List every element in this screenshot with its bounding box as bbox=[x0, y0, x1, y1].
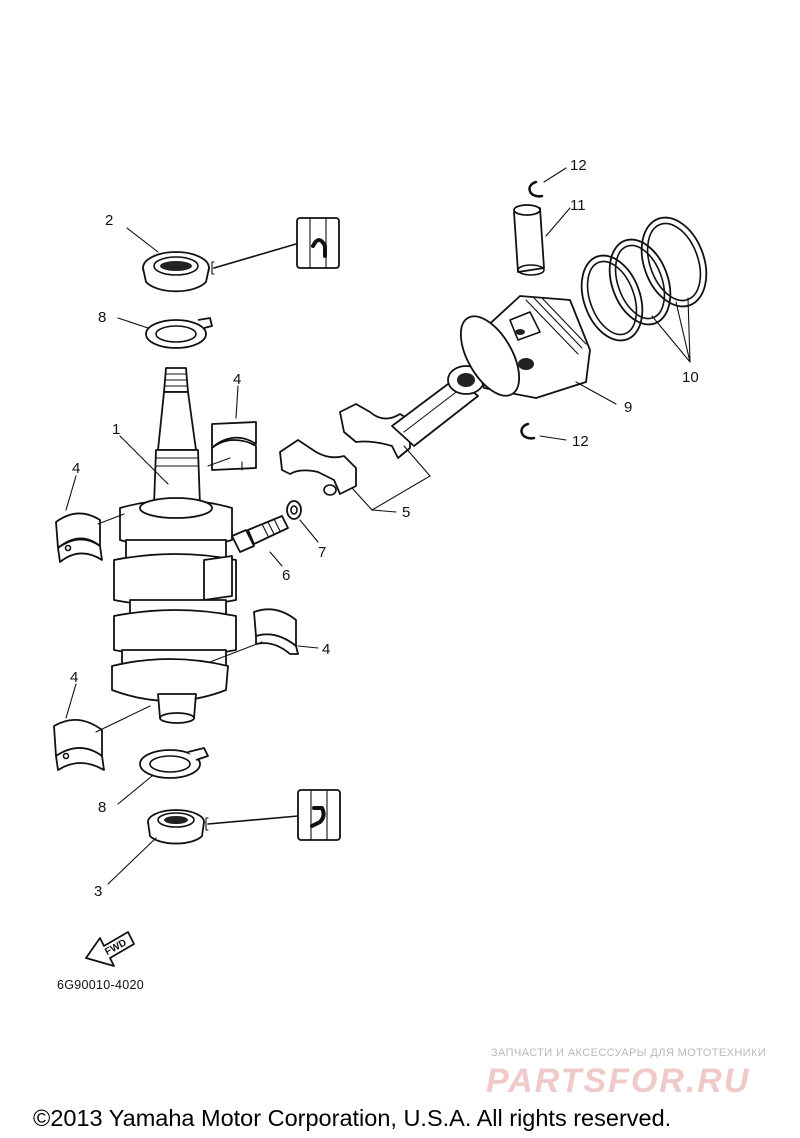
leader-5 bbox=[351, 445, 431, 513]
leader-10 bbox=[651, 297, 691, 363]
leader-3 bbox=[107, 837, 157, 885]
callout-11: 11 bbox=[570, 197, 586, 214]
forward-direction-arrow: FWD bbox=[85, 931, 135, 967]
callout-3: 3 bbox=[94, 883, 102, 900]
leader-2 bbox=[126, 227, 159, 253]
callout-8b: 8 bbox=[98, 799, 106, 816]
callout-12b: 12 bbox=[572, 433, 589, 450]
oil-seal-lower bbox=[147, 809, 205, 845]
leader-4b-2 bbox=[97, 513, 125, 525]
connecting-rod bbox=[279, 365, 485, 496]
callout-2: 2 bbox=[105, 212, 113, 229]
callout-12a: 12 bbox=[570, 157, 587, 174]
leader-4d bbox=[65, 683, 77, 719]
callout-8a: 8 bbox=[98, 309, 106, 326]
callout-10: 10 bbox=[682, 369, 699, 386]
watermark-logo: PARTSFOR.RU bbox=[486, 1062, 750, 1100]
leader-9 bbox=[575, 381, 617, 405]
callout-5: 5 bbox=[402, 504, 410, 521]
bearing-upper-right bbox=[211, 421, 257, 471]
piston-pin bbox=[513, 204, 545, 276]
leader-4c-2 bbox=[209, 641, 263, 663]
bearing-lower-right bbox=[253, 608, 299, 655]
connecting-rod-bolt bbox=[231, 515, 289, 553]
callout-4a: 4 bbox=[233, 371, 241, 388]
leader-6 bbox=[269, 551, 283, 567]
leader-1 bbox=[119, 435, 169, 485]
watermark-tagline: ЗАПЧАСТИ И АКСЕССУАРЫ ДЛЯ МОТОТЕХНИКИ bbox=[491, 1047, 766, 1059]
grease-icon bbox=[211, 217, 340, 275]
crankshaft bbox=[111, 367, 237, 724]
leader-11 bbox=[545, 207, 571, 237]
copyright-text: ©2013 Yamaha Motor Corporation, U.S.A. A… bbox=[33, 1105, 671, 1131]
piston bbox=[459, 295, 591, 399]
piston-pin-clip-upper bbox=[528, 180, 544, 198]
callout-4c: 4 bbox=[322, 641, 330, 658]
piston-rings bbox=[580, 216, 708, 342]
callout-4d: 4 bbox=[70, 669, 78, 686]
drawing-code: 6G90010-4020 bbox=[57, 978, 144, 992]
leader-4a bbox=[235, 385, 239, 419]
callout-7: 7 bbox=[318, 544, 326, 561]
thrust-plate-lower bbox=[139, 747, 209, 779]
bearing-upper-left bbox=[55, 512, 103, 563]
piston-pin-clip-lower bbox=[520, 422, 536, 440]
thrust-plate-upper bbox=[145, 317, 213, 349]
callout-4b: 4 bbox=[72, 460, 80, 477]
grease-icon bbox=[205, 789, 341, 841]
callout-9: 9 bbox=[624, 399, 632, 416]
leader-4b bbox=[65, 475, 77, 511]
leader-8a bbox=[117, 317, 149, 329]
callout-1: 1 bbox=[112, 421, 120, 438]
oil-seal-upper bbox=[142, 251, 210, 293]
leader-8b bbox=[117, 775, 153, 805]
callout-6: 6 bbox=[282, 567, 290, 584]
leader-12a bbox=[543, 167, 567, 183]
bearing-lower-left bbox=[53, 719, 105, 771]
leader-4a-2 bbox=[207, 457, 231, 467]
washer bbox=[286, 500, 302, 520]
leader-7 bbox=[299, 519, 319, 543]
leader-12b bbox=[539, 435, 567, 441]
leader-4c bbox=[297, 645, 319, 649]
leader-4d-2 bbox=[95, 705, 151, 733]
